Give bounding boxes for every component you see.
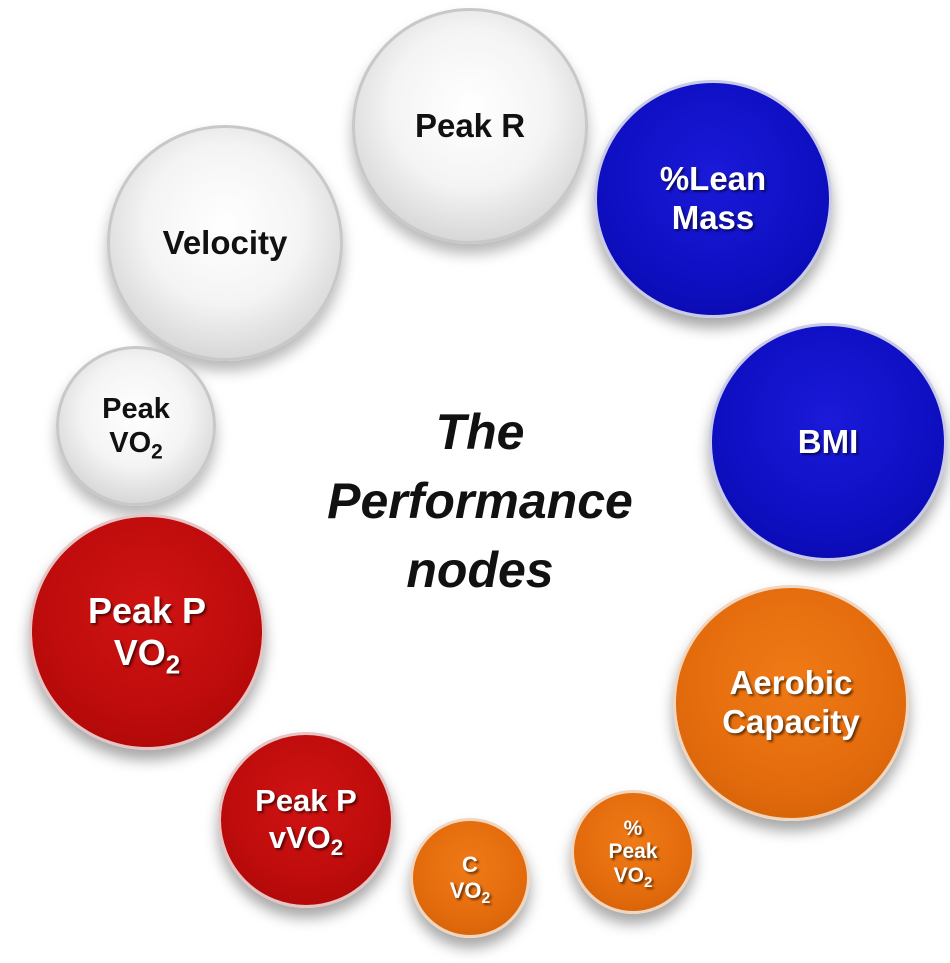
node-lean-mass: %Lean Mass [594, 80, 832, 318]
title-line-3: nodes [406, 542, 554, 598]
node-label: %Lean [659, 160, 767, 198]
node-label: VO2 [613, 863, 653, 891]
node-label: C [462, 852, 478, 878]
node-label-subscript: 2 [165, 651, 181, 680]
node-aerobic-capacity: Aerobic Capacity [673, 585, 909, 821]
node-label: Peak P [87, 589, 207, 631]
node-label: Capacity [722, 703, 860, 740]
node-label: Velocity [162, 223, 288, 261]
node-peak-p-vvo2: Peak P vVO2 [218, 732, 394, 908]
node-label: VO2 [113, 632, 180, 678]
node-label: VO2 [449, 878, 491, 908]
node-label-text: VO [613, 863, 644, 887]
node-bmi: BMI [709, 323, 947, 561]
node-label: BMI [797, 422, 859, 460]
node-pct-peak-vo2: % Peak VO2 [571, 790, 695, 914]
node-label: Peak R [414, 106, 526, 144]
node-label: VO2 [109, 426, 163, 463]
node-label-subscript: 2 [330, 835, 344, 861]
title-line-2: Performance [327, 473, 633, 529]
node-velocity: Velocity [107, 125, 343, 361]
node-peak-p-vo2: Peak P VO2 [29, 514, 265, 750]
node-label-subscript: 2 [151, 440, 163, 464]
node-label: vVO2 [268, 820, 344, 861]
node-peak-r: Peak R [352, 8, 588, 244]
node-label-text: vVO [268, 820, 331, 855]
node-label: Peak P [255, 783, 357, 819]
node-peak-vo2: Peak VO2 [56, 346, 216, 506]
node-label: Peak [608, 840, 658, 864]
node-label-subscript: 2 [481, 890, 491, 908]
node-label: % [623, 816, 643, 840]
node-label: Mass [671, 199, 755, 236]
title-line-1: The [435, 404, 525, 460]
node-label: Aerobic [729, 664, 853, 702]
node-label-subscript: 2 [643, 873, 653, 891]
diagram-title: The Performance nodes [265, 398, 695, 605]
node-label-text: VO [109, 427, 152, 459]
node-label: Peak [102, 392, 170, 425]
node-label-text: VO [113, 632, 166, 673]
node-label-text: VO [449, 878, 482, 903]
node-c-vo2: C VO2 [410, 818, 530, 938]
